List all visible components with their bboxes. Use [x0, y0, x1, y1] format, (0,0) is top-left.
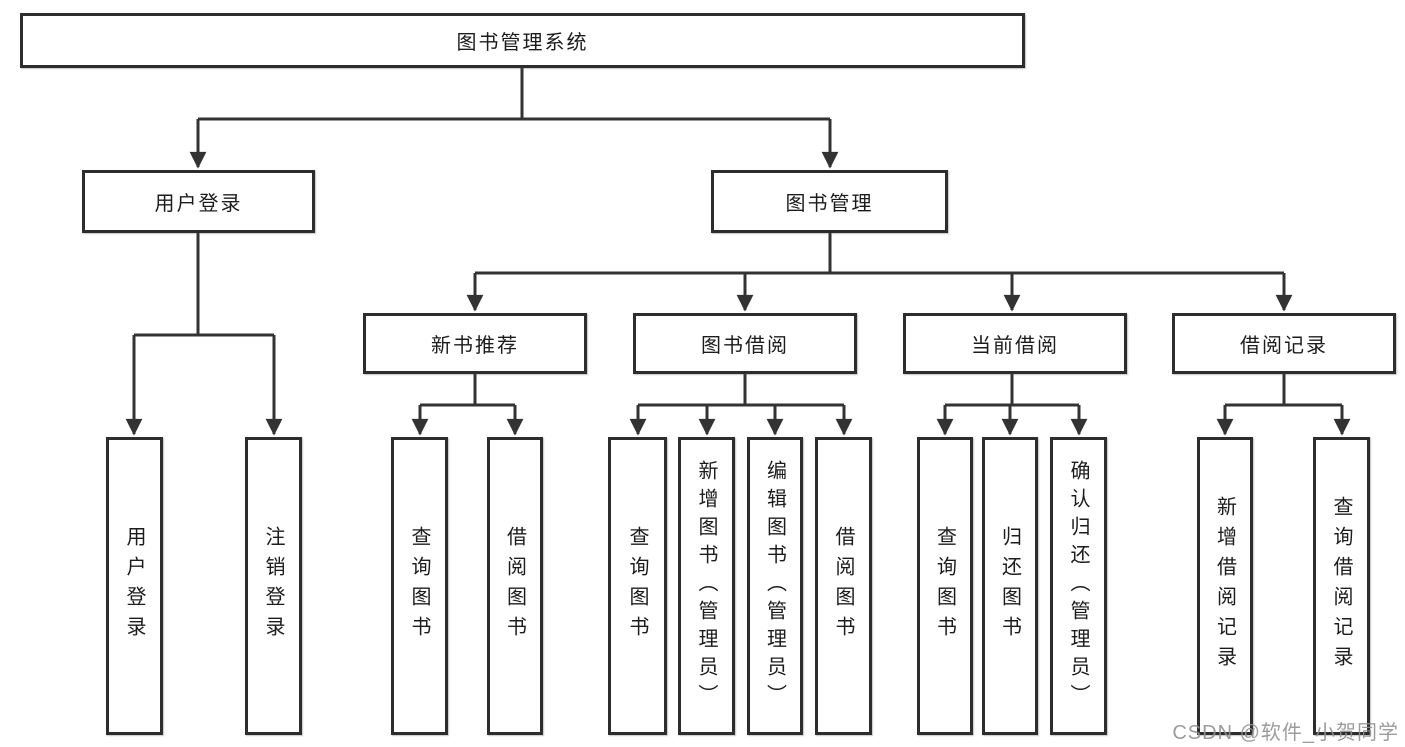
leaf-cb-confirm-return-admin: 确认归还（管理员） — [1050, 437, 1107, 735]
leaf-nb-query-books-label: 查询图书 — [408, 526, 430, 646]
leaf-logout-label: 注销登录 — [262, 526, 284, 646]
leaf-nb-borrow-books-label: 借阅图书 — [503, 526, 526, 646]
leaf-br-add-record-label: 新增借阅记录 — [1213, 496, 1236, 676]
leaf-bb-add-books-admin: 新增图书（管理员） — [678, 437, 735, 735]
node-new-book-recommend-label: 新书推荐 — [431, 335, 519, 357]
leaf-nb-borrow-books: 借阅图书 — [487, 437, 543, 735]
node-borrow-records-label: 借阅记录 — [1240, 335, 1328, 357]
node-user-login-label: 用户登录 — [154, 193, 243, 215]
leaf-cb-query-books: 查询图书 — [917, 437, 973, 735]
leaf-cb-return-books-label: 归还图书 — [998, 526, 1021, 646]
leaf-bb-query-books-label: 查询图书 — [626, 526, 648, 646]
leaf-user-login-label: 用户登录 — [123, 526, 145, 646]
leaf-bb-query-books: 查询图书 — [608, 437, 667, 735]
node-library-system: 图书管理系统 — [20, 13, 1025, 68]
leaf-br-add-record: 新增借阅记录 — [1197, 437, 1253, 735]
leaf-bb-add-books-admin-label: 新增图书（管理员） — [695, 460, 717, 712]
leaf-br-query-record-label: 查询借阅记录 — [1330, 496, 1352, 676]
csdn-watermark: CSDN @软件_小贺同学 — [1172, 722, 1399, 744]
node-current-borrow: 当前借阅 — [903, 313, 1127, 374]
node-library-system-label: 图书管理系统 — [456, 32, 589, 54]
node-current-borrow-label: 当前借阅 — [971, 335, 1059, 357]
node-book-borrow: 图书借阅 — [633, 313, 857, 374]
leaf-cb-query-books-label: 查询图书 — [933, 526, 956, 646]
node-book-management: 图书管理 — [711, 170, 948, 233]
leaf-logout: 注销登录 — [245, 437, 302, 735]
leaf-br-query-record: 查询借阅记录 — [1313, 437, 1370, 735]
leaf-user-login: 用户登录 — [106, 437, 163, 735]
leaf-nb-query-books: 查询图书 — [391, 437, 448, 735]
node-new-book-recommend: 新书推荐 — [363, 313, 587, 374]
node-user-login: 用户登录 — [82, 170, 315, 233]
leaf-cb-return-books: 归还图书 — [982, 437, 1038, 735]
leaf-bb-edit-books-admin: 编辑图书（管理员） — [747, 437, 803, 735]
leaf-bb-edit-books-admin-label: 编辑图书（管理员） — [763, 460, 786, 712]
leaf-bb-borrow-books-label: 借阅图书 — [832, 526, 854, 646]
leaf-bb-borrow-books: 借阅图书 — [815, 437, 872, 735]
node-book-management-label: 图书管理 — [785, 193, 874, 215]
node-book-borrow-label: 图书借阅 — [701, 335, 789, 357]
node-borrow-records: 借阅记录 — [1172, 313, 1396, 374]
leaf-cb-confirm-return-admin-label: 确认归还（管理员） — [1067, 460, 1089, 712]
